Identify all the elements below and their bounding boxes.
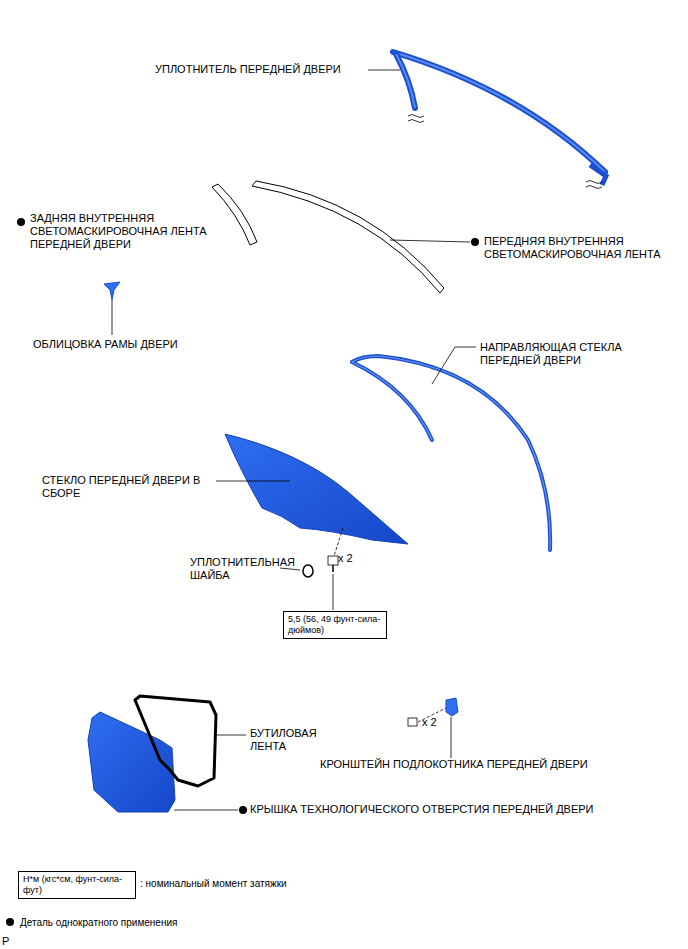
legend-text: : номинальный момент затяжки <box>140 878 287 889</box>
part-label: УПЛОТНИТЕЛЬНАЯ ШАЙБА <box>190 556 315 582</box>
door-glass <box>225 434 408 544</box>
legend-torque-box: Н*м (кгс*см, фунт-сила-фут) <box>18 871 136 899</box>
bullet <box>17 218 25 226</box>
legend-entry: Деталь однократного применения <box>20 916 177 929</box>
part-label: БУТИЛОВАЯ ЛЕНТА <box>250 727 350 753</box>
part-label: x 2 <box>422 716 437 729</box>
rear-tape <box>212 184 257 245</box>
part-label: ПЕРЕДНЯЯ ВНУТРЕННЯЯ СВЕТОМАСКИРОВОЧНАЯ Л… <box>484 235 679 261</box>
legend-entry: : номинальный момент затяжки <box>140 877 287 890</box>
node-text: Н*м (кгс*см, фунт-сила-фут) <box>23 874 131 896</box>
node-text: 5,5 (56, 49 фунт-сила-дюймов) <box>288 614 382 636</box>
bullet <box>6 918 14 926</box>
front-tape <box>252 181 444 293</box>
part-label: ОБЛИЦОВКА РАМЫ ДВЕРИ <box>33 338 178 351</box>
part-label: ЗАДНЯЯ ВНУТРЕННЯЯ СВЕТОМАСКИРОВОЧНАЯ ЛЕН… <box>30 212 225 251</box>
part-label: НАПРАВЛЯЮЩАЯ СТЕКЛА ПЕРЕДНЕЙ ДВЕРИ <box>480 341 650 367</box>
bullet <box>471 238 479 246</box>
part-label: x 2 <box>338 552 353 565</box>
frame-trim <box>104 282 120 300</box>
part-label: КРОНШТЕЙН ПОДЛОКОТНИКА ПЕРЕДНЕЙ ДВЕРИ <box>320 758 588 771</box>
bullet <box>239 806 247 814</box>
part-label: P <box>2 935 9 948</box>
door-seal <box>393 52 606 189</box>
butyl-tape <box>135 696 216 786</box>
part-label: УПЛОТНИТЕЛЬ ПЕРЕДНЕЙ ДВЕРИ <box>155 63 341 76</box>
glass-bolt <box>328 556 338 572</box>
part-label: СТЕКЛО ПЕРЕДНЕЙ ДВЕРИ В СБОРЕ <box>42 474 220 500</box>
legend-text: Деталь однократного применения <box>20 917 177 928</box>
seal-washer <box>303 565 313 577</box>
part-label: КРЫШКА ТЕХНОЛОГИЧЕСКОГО ОТВЕРСТИЯ ПЕРЕДН… <box>250 803 594 816</box>
torque-spec-box: 5,5 (56, 49 фунт-сила-дюймов) <box>283 611 387 639</box>
